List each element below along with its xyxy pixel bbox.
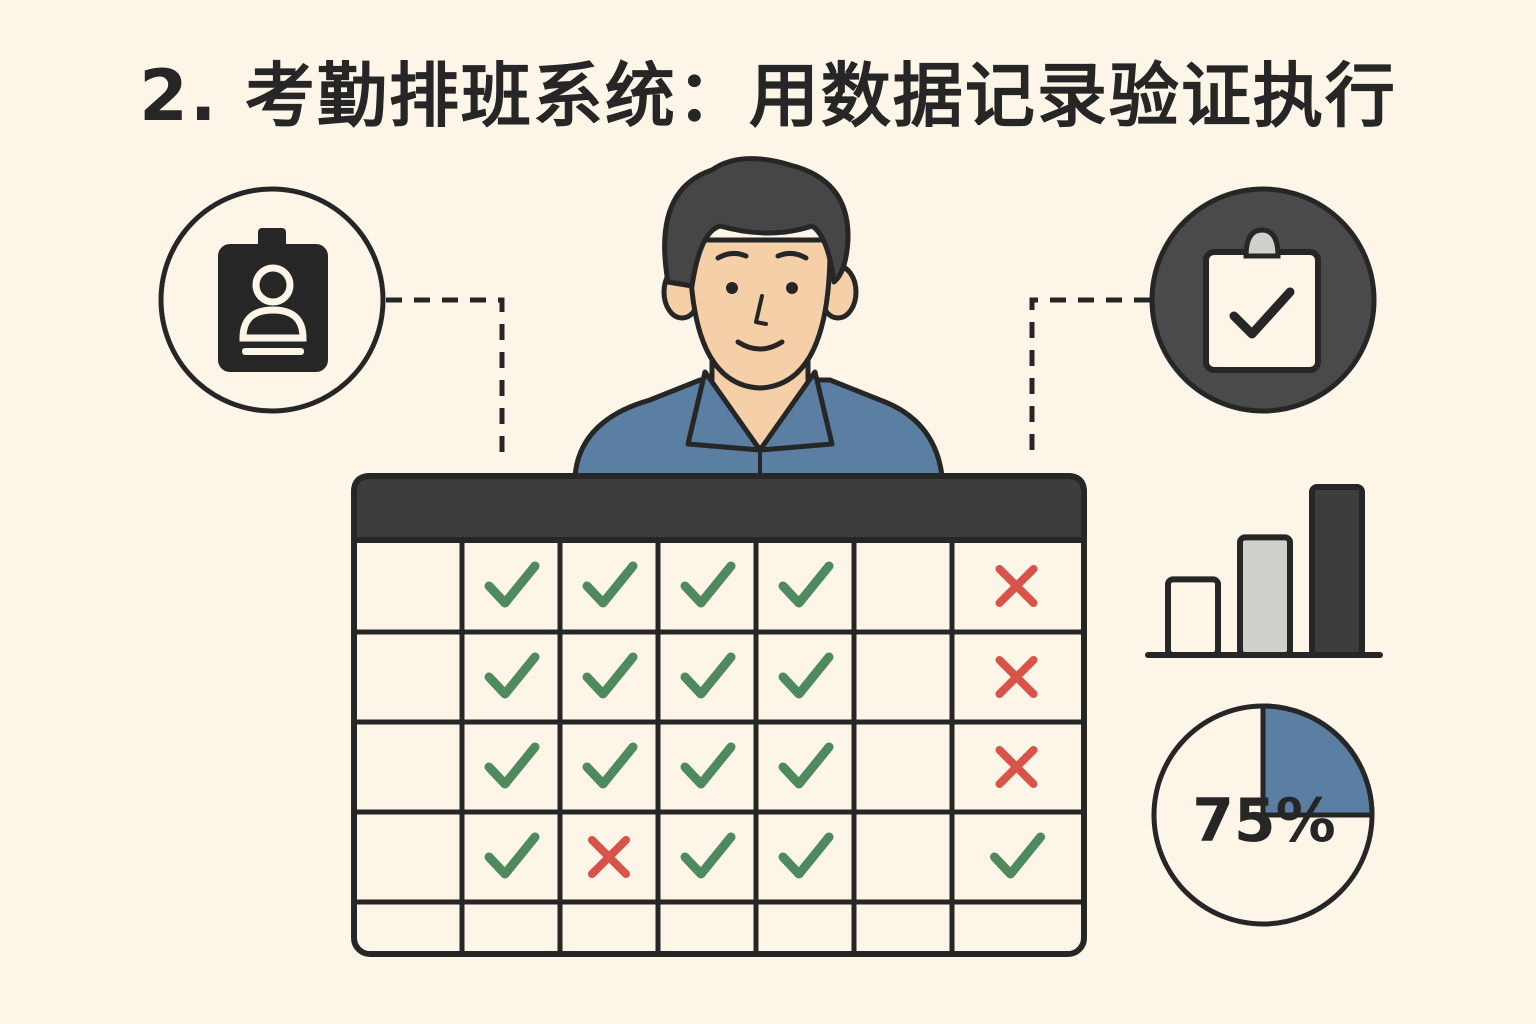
- check-mark-icon: [582, 652, 638, 699]
- clipboard-check-icon: [1149, 186, 1377, 414]
- id-badge-icon: [158, 186, 386, 414]
- check-mark-icon: [582, 742, 638, 789]
- attendance-calendar: [351, 473, 1087, 957]
- check-mark-icon: [778, 742, 834, 789]
- page-title: 2. 考勤排班系统：用数据记录验证执行: [139, 55, 1397, 137]
- check-mark-icon: [778, 832, 834, 879]
- connector-right: [1029, 297, 1150, 460]
- progress-slice: [1260, 703, 1375, 818]
- check-mark-icon: [990, 832, 1045, 879]
- dashed-connectors: [386, 297, 1150, 460]
- bar-2: [1237, 534, 1293, 659]
- cross-mark-icon: [995, 746, 1038, 788]
- check-mark-icon: [680, 652, 736, 699]
- check-mark-icon: [680, 561, 736, 608]
- check-mark-icon: [484, 742, 540, 789]
- check-mark-icon: [582, 561, 638, 608]
- bar-1: [1165, 576, 1221, 659]
- check-mark-icon: [484, 652, 540, 699]
- check-mark-icon: [778, 561, 834, 608]
- cross-mark-icon: [995, 656, 1038, 698]
- cross-mark-icon: [588, 836, 630, 878]
- progress-pie: [1151, 703, 1375, 927]
- mini-bar-chart: [1145, 484, 1383, 659]
- check-mark-icon: [778, 652, 834, 699]
- check-mark-icon: [680, 832, 736, 879]
- person-avatar: [572, 156, 945, 479]
- cross-mark-icon: [995, 565, 1038, 607]
- connector-left: [386, 297, 505, 460]
- progress-label: 75%: [1192, 786, 1336, 856]
- check-mark-icon: [680, 742, 736, 789]
- check-mark-icon: [484, 832, 540, 879]
- check-mark-icon: [484, 561, 540, 608]
- bar-3: [1309, 484, 1365, 658]
